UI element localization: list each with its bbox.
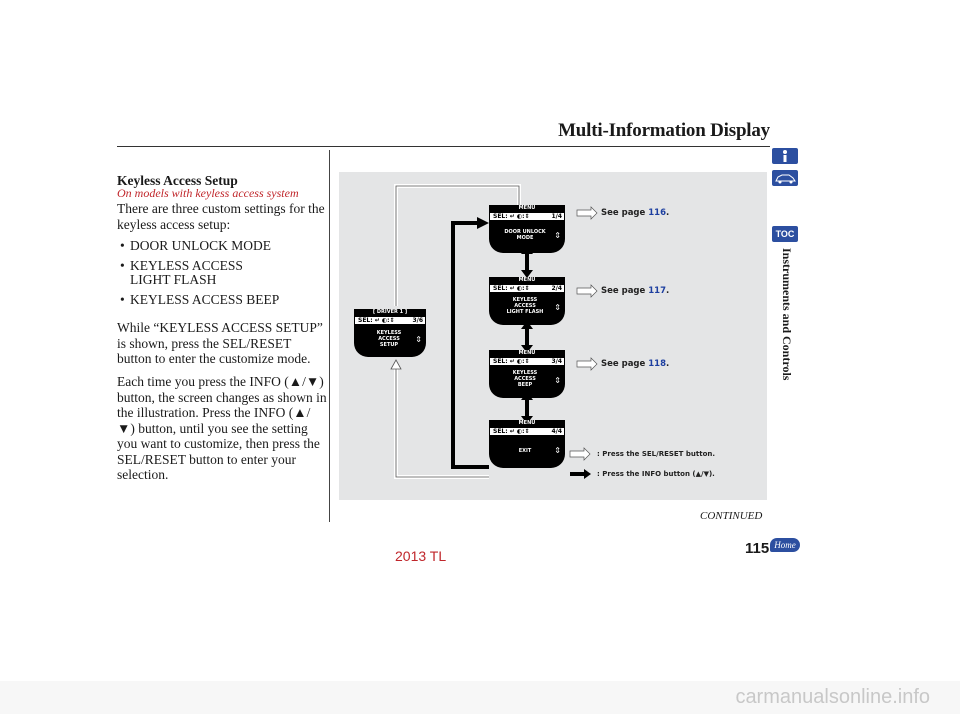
down-arrow-icon: ▼: [703, 470, 709, 478]
instruction-paragraph: While “KEYLESS ACCESS SETUP” is shown, p…: [117, 320, 323, 366]
info-icon: ◐:⇕: [516, 213, 530, 220]
info-icon: ◐:⇕: [516, 428, 530, 435]
scroll-icon: ⇕: [554, 446, 561, 455]
see-page-117[interactable]: See page 117.: [601, 286, 670, 296]
legend-sel: : Press the SEL/RESET button.: [597, 450, 716, 458]
instruction-paragraph-info: Each time you press the INFO (▲/▼) butto…: [117, 374, 327, 482]
menu-tag: MENU: [489, 277, 565, 284]
menu-sel-bar: SEL: ↵ ◐:⇕ 4/4: [489, 427, 565, 436]
up-arrow-icon: ▲: [288, 374, 303, 389]
down-arrow-icon: ▼: [305, 374, 320, 389]
scroll-icon: ⇕: [415, 335, 422, 344]
info-icon: ◐:⇕: [381, 317, 395, 324]
enter-icon: ↵: [372, 317, 382, 324]
menu-screen-light-flash: KEYLESS ACCESS LIGHT FLASH ⇕: [489, 293, 565, 325]
menu-tag: MENU: [489, 420, 565, 427]
scroll-icon: ⇕: [554, 376, 561, 385]
legend-info: : Press the INFO button (▲/▼).: [597, 470, 715, 478]
side-section-label: Instruments and Controls: [780, 248, 794, 381]
bullet-text: KEYLESS ACCESS: [130, 258, 243, 273]
return-path-bottom: [394, 367, 489, 479]
driver-sel-bar: SEL: ↵ ◐:⇕ 3/6: [354, 316, 426, 325]
page-title: Multi-Information Display: [558, 120, 770, 141]
watermark-bar: carmanualsonline.info: [0, 681, 960, 714]
car-tab-icon[interactable]: [772, 170, 798, 186]
see-page-116[interactable]: See page 116.: [601, 208, 670, 218]
menu-sel-bar: SEL: ↵ ◐:⇕ 3/4: [489, 357, 565, 366]
info-icon: ◐:⇕: [516, 285, 530, 292]
intro-text: There are three custom settings for the …: [117, 201, 325, 232]
bullet-text: DOOR UNLOCK MODE: [130, 238, 271, 253]
down-arrow-icon: ▼: [117, 420, 131, 436]
enter-icon: ↵: [507, 428, 517, 435]
home-button[interactable]: Home: [770, 538, 800, 552]
model-note: On models with keyless access system: [117, 186, 299, 200]
toc-tab[interactable]: TOC: [772, 226, 798, 242]
continued-label: CONTINUED: [700, 510, 763, 522]
enter-icon: ↵: [507, 285, 517, 292]
column-divider: [329, 150, 330, 522]
sel-arrow-icon: [390, 359, 402, 370]
info-icon: ◐:⇕: [516, 358, 530, 365]
menu-tag: MENU: [489, 205, 565, 212]
driver-screen: KEYLESS ACCESS SETUP ⇕: [354, 325, 426, 357]
menu-screen-door-unlock: DOOR UNLOCK MODE ⇕: [489, 221, 565, 253]
up-arrow-icon: ▲: [293, 405, 307, 420]
scroll-icon: ⇕: [554, 303, 561, 312]
section-title: Keyless Access Setup: [117, 173, 238, 188]
page-number: 115: [745, 540, 770, 557]
info-loop-path: [451, 221, 489, 469]
scroll-icon: ⇕: [554, 231, 561, 240]
enter-icon: ↵: [507, 358, 517, 365]
menu-flow-diagram: [ DRIVER 1 ] SEL: ↵ ◐:⇕ 3/6 KEYLESS ACCE…: [339, 172, 767, 500]
bullet-text: KEYLESS ACCESS BEEP: [130, 292, 280, 307]
menu-sel-bar: SEL: ↵ ◐:⇕ 2/4: [489, 284, 565, 293]
bullet-text-cont: LIGHT FLASH: [130, 272, 217, 287]
up-arrow-icon: ▲: [695, 470, 701, 478]
see-page-118[interactable]: See page 118.: [601, 359, 670, 369]
legend-info-arrow-icon: [570, 469, 591, 479]
info-arrow-icon: [477, 217, 489, 229]
bullet-dot: •: [120, 292, 125, 307]
driver-tag: [ DRIVER 1 ]: [354, 309, 426, 316]
bullet-dot: •: [120, 238, 125, 253]
menu-screen-beep: KEYLESS ACCESS BEEP ⇕: [489, 366, 565, 398]
menu-tag: MENU: [489, 350, 565, 357]
bullet-dot: •: [120, 258, 125, 273]
ref-arrows: [569, 206, 598, 461]
watermark-text: carmanualsonline.info: [735, 686, 930, 708]
header-rule: [117, 146, 770, 147]
model-year: 2013 TL: [395, 548, 447, 564]
info-tab-icon[interactable]: [772, 148, 798, 164]
menu-sel-bar: SEL: ↵ ◐:⇕ 1/4: [489, 212, 565, 221]
enter-icon: ↵: [507, 213, 517, 220]
diagram-arrows: [390, 184, 598, 479]
menu-screen-exit: EXIT ⇕: [489, 436, 565, 468]
